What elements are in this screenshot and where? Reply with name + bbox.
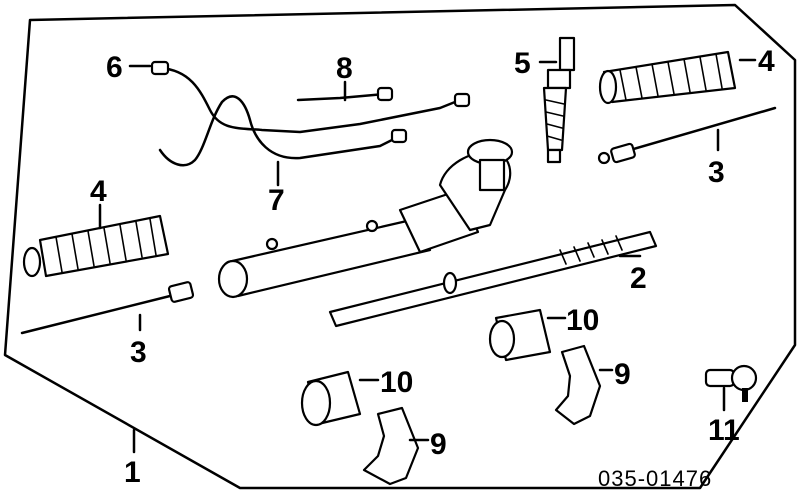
callout-1: 1 (124, 456, 141, 489)
callout-11: 11 (708, 414, 740, 447)
clamp-9b (362, 406, 420, 486)
pipe-fitting-end (453, 92, 471, 108)
callout-7: 7 (268, 184, 285, 217)
callout-2: 2 (630, 262, 647, 295)
rack-housing-1 (217, 138, 514, 299)
callout-10-lower: 10 (380, 366, 413, 399)
callout-3-right: 3 (708, 156, 725, 189)
boot-right-4 (598, 50, 737, 105)
tie-rod-right-3 (597, 106, 777, 165)
pipe-fitting-8 (376, 86, 394, 102)
callout-10-upper: 10 (566, 304, 599, 337)
pipe-fitting-7 (390, 128, 408, 144)
callout-9-lower: 9 (430, 428, 447, 461)
callout-3-left: 3 (130, 336, 147, 369)
clamp-9a (554, 344, 602, 426)
tie-rod-end-11 (704, 364, 758, 402)
leader-lines (98, 58, 757, 454)
callout-5: 5 (514, 47, 531, 80)
callout-4-left: 4 (90, 175, 107, 208)
boot-left-4 (22, 214, 170, 278)
callout-9-upper: 9 (614, 358, 631, 391)
callout-8: 8 (336, 52, 353, 85)
callout-6: 6 (106, 51, 123, 84)
reference-code: 035-01476 (598, 466, 712, 491)
rack-bar-2 (328, 230, 658, 328)
pipe-fitting-6 (150, 60, 170, 76)
bushing-10a (488, 308, 552, 362)
bushing-10b (300, 370, 362, 427)
pipe-line-8 (296, 92, 387, 102)
pipe-line-7 (158, 95, 402, 167)
assembly-boundary (3, 3, 797, 490)
callout-4-right: 4 (758, 45, 775, 78)
tie-rod-left-3 (20, 281, 195, 335)
callout-labels: 6 8 5 4 3 7 4 2 3 10 9 10 9 11 1 (90, 45, 775, 489)
pinion-shaft-5 (542, 36, 576, 164)
pipe-set (150, 60, 471, 167)
